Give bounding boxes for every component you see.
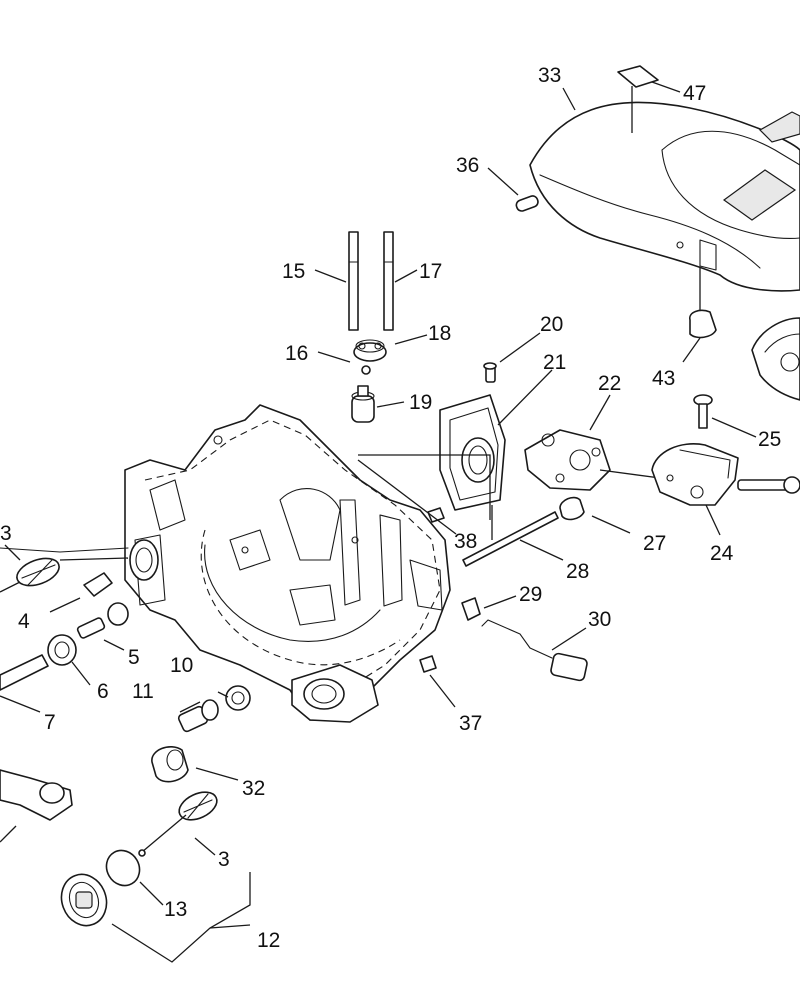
callout-22: 22 xyxy=(598,372,621,395)
bracket-part-29 xyxy=(461,597,481,621)
callout-15: 15 xyxy=(282,260,305,283)
label-part-37 xyxy=(419,655,437,673)
part-left-edge xyxy=(0,547,129,553)
label-part-47 xyxy=(617,65,659,88)
grommet-part-27 xyxy=(559,496,585,521)
callout-16: 16 xyxy=(285,342,308,365)
callout-43: 43 xyxy=(652,367,675,390)
callout-6: 6 xyxy=(97,680,109,703)
pin-part-36 xyxy=(515,195,539,212)
callout-12: 12 xyxy=(257,929,280,952)
callout-32: 32 xyxy=(242,777,265,800)
callout-13: 13 xyxy=(164,898,187,921)
leader-lines xyxy=(0,81,757,963)
callout-25: 25 xyxy=(758,428,781,451)
screw-part-20 xyxy=(483,362,497,383)
callout-3-bottom: 3 xyxy=(218,848,230,871)
callout-28: 28 xyxy=(566,560,589,583)
rod-part-28 xyxy=(462,511,559,567)
callout-20: 20 xyxy=(540,313,563,336)
tube-part-7 xyxy=(0,654,49,691)
callout-37: 37 xyxy=(459,712,482,735)
callout-27: 27 xyxy=(643,532,666,555)
callout-18: 18 xyxy=(428,322,451,345)
nipple-part-4 xyxy=(83,572,113,597)
callout-4: 4 xyxy=(18,610,30,633)
fitting-part-16 xyxy=(361,365,371,375)
fuel-line-part-15 xyxy=(348,231,359,331)
callout-29: 29 xyxy=(519,583,542,606)
switch-wire-part-30 xyxy=(481,619,588,682)
top-cover-part-33 xyxy=(529,101,800,292)
lever-left-edge xyxy=(0,769,73,821)
intake-flange-part-21 xyxy=(439,394,506,511)
callout-5: 5 xyxy=(128,646,140,669)
air-filter-holder-part-24 xyxy=(651,443,739,506)
callout-21: 21 xyxy=(543,351,566,374)
callout-33: 33 xyxy=(538,64,561,87)
label-part-38 xyxy=(427,507,445,523)
callout-10: 10 xyxy=(170,654,193,677)
clip-part-43 xyxy=(689,309,717,339)
callout-7: 7 xyxy=(44,711,56,734)
cap-with-strap-part-3-top xyxy=(0,557,60,593)
callout-17: 17 xyxy=(419,260,442,283)
callout-47: 47 xyxy=(683,82,706,105)
knurled-cap-part-12 xyxy=(60,873,108,927)
callout-3-top: 3 xyxy=(0,522,12,545)
cap-with-strap-part-3-bottom xyxy=(138,791,218,857)
callout-36: 36 xyxy=(456,154,479,177)
impulse-line-part-17 xyxy=(383,231,394,331)
bolt-right-edge xyxy=(737,476,800,494)
fuel-filter-part-19 xyxy=(351,385,375,423)
screw-part-25 xyxy=(693,394,713,429)
grommet-part-18 xyxy=(353,339,387,362)
grommet-part-6 xyxy=(47,634,77,666)
fitting-part-11 xyxy=(177,699,219,733)
callout-11: 11 xyxy=(132,680,154,703)
callout-19: 19 xyxy=(409,391,432,414)
right-edge-partial-part xyxy=(751,317,800,401)
grommet-part-10 xyxy=(225,685,251,711)
callout-24: 24 xyxy=(710,542,734,565)
callout-labels: 33 47 36 15 17 18 16 19 20 21 22 43 25 2… xyxy=(0,64,781,952)
o-ring-part-13 xyxy=(105,849,141,887)
carburetor-part-22 xyxy=(524,429,661,491)
hose-fitting-part-5 xyxy=(76,602,129,639)
crankcase-housing xyxy=(124,404,451,723)
plug-part-32 xyxy=(151,746,189,783)
callout-30: 30 xyxy=(588,608,611,631)
callout-38: 38 xyxy=(454,530,477,553)
